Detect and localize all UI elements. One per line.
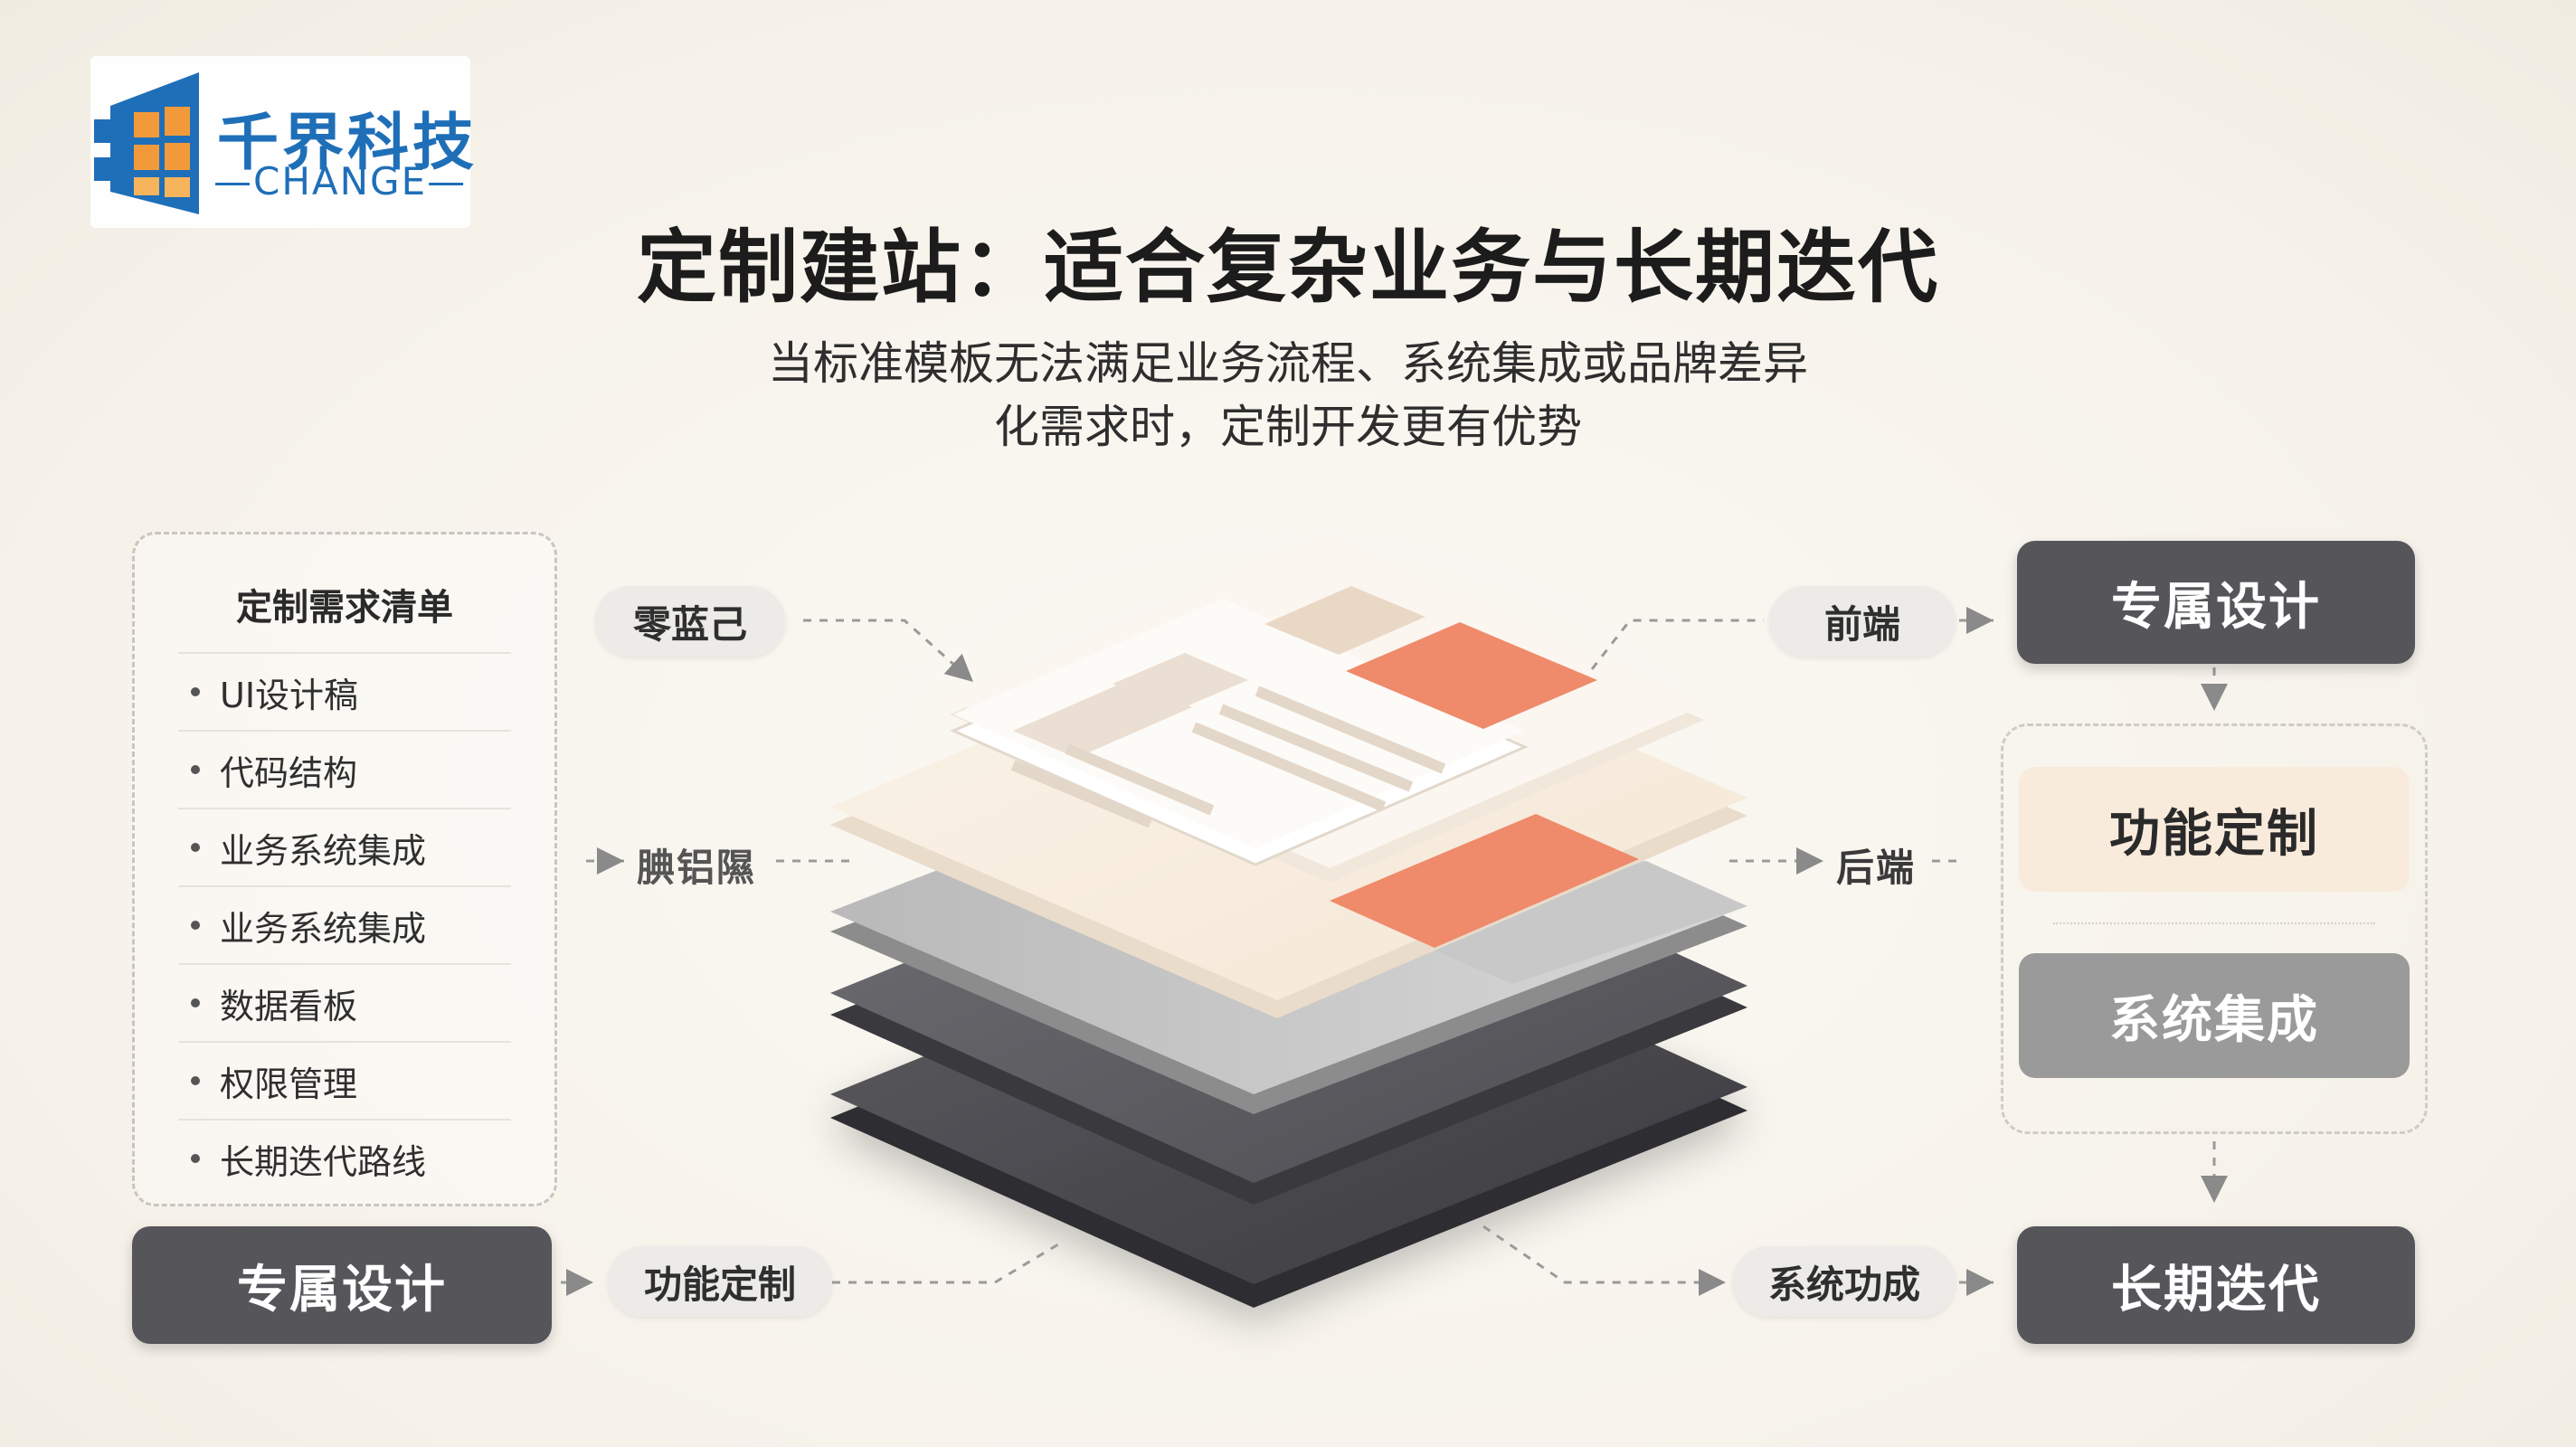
layer-document [950,534,1704,883]
list-item: 长期迭代路线 [178,1119,511,1196]
list-item-label: 权限管理 [220,1064,358,1104]
checklist-items: UI设计稿 代码结构 业务系统集成 业务系统集成 数据看板 权限管理 长期迭代路… [178,652,511,1196]
list-item-label: 长期迭代路线 [220,1141,427,1182]
page-title: 定制建站：适合复杂业务与长期迭代 [636,221,1939,314]
accent-block-upper [1346,622,1597,729]
list-item: 业务系统集成 [178,885,511,963]
logo-name: 千界科技 [217,108,478,179]
checklist-title: 定制需求清单 [236,587,453,629]
list-item-label: 数据看板 [220,986,358,1026]
bullet-icon [191,765,200,774]
bullet-icon [191,1154,200,1163]
logo-english: —CHANGE— [213,159,468,203]
layer-base-dark [830,894,1747,1308]
list-item: UI设计稿 [178,652,511,730]
connector-left-top [803,619,975,684]
bullet-icon [191,1076,200,1085]
list-item-label: 代码结构 [220,752,358,793]
label-backend: 后端 [1836,846,1917,890]
requirements-checklist: 定制需求清单 UI设计稿 代码结构 业务系统集成 业务系统集成 数据看板 权限管… [132,532,557,1206]
list-item-label: 业务系统集成 [220,908,427,949]
list-item: 数据看板 [178,963,511,1041]
pill-feature-custom[interactable]: 功能定制 [608,1246,832,1317]
custom-design-button-right[interactable]: 专属设计 [2017,541,2415,664]
layer-gray [830,720,1747,1114]
list-item-label: UI设计稿 [220,675,359,715]
group-divider [2053,922,2375,924]
custom-design-button-left[interactable]: 专属设计 [132,1226,552,1344]
long-term-iteration-button[interactable]: 长期迭代 [2017,1226,2415,1344]
company-logo: 千界科技 —CHANGE— [90,56,474,228]
list-item: 权限管理 [178,1041,511,1119]
subtitle-line-2: 化需求时，定制开发更有优势 [994,401,1582,453]
pill-left-top[interactable]: 零蓝己 [595,586,785,657]
list-item: 业务系统集成 [178,808,511,885]
feature-custom-card[interactable]: 功能定制 [2019,767,2410,892]
logo-mark-icon [94,72,199,214]
bullet-icon [191,998,200,1007]
connectors [561,607,2228,1296]
accent-block-lower [1330,814,1639,948]
layer-cream [830,606,1747,1018]
label-left-mid: 腆铝隰 [637,846,757,890]
system-integration-card[interactable]: 系统集成 [2019,953,2410,1078]
bullet-icon [191,921,200,930]
connector-right-bottom [1482,1225,1726,1296]
list-item-label: 业务系统集成 [220,830,427,871]
pill-system-integration[interactable]: 系统功成 [1733,1246,1956,1317]
connector-left-bottom-out [832,1243,1059,1284]
list-item: 代码结构 [178,730,511,808]
bullet-icon [191,687,200,696]
layer-dark [830,792,1747,1205]
subtitle-line-1: 当标准模板无法满足业务流程、系统集成或品牌差异 [768,337,1808,390]
pill-frontend[interactable]: 前端 [1769,586,1956,657]
bullet-icon [191,843,200,852]
right-feature-group [2001,724,2428,1134]
connector-right-top [1590,619,1764,670]
